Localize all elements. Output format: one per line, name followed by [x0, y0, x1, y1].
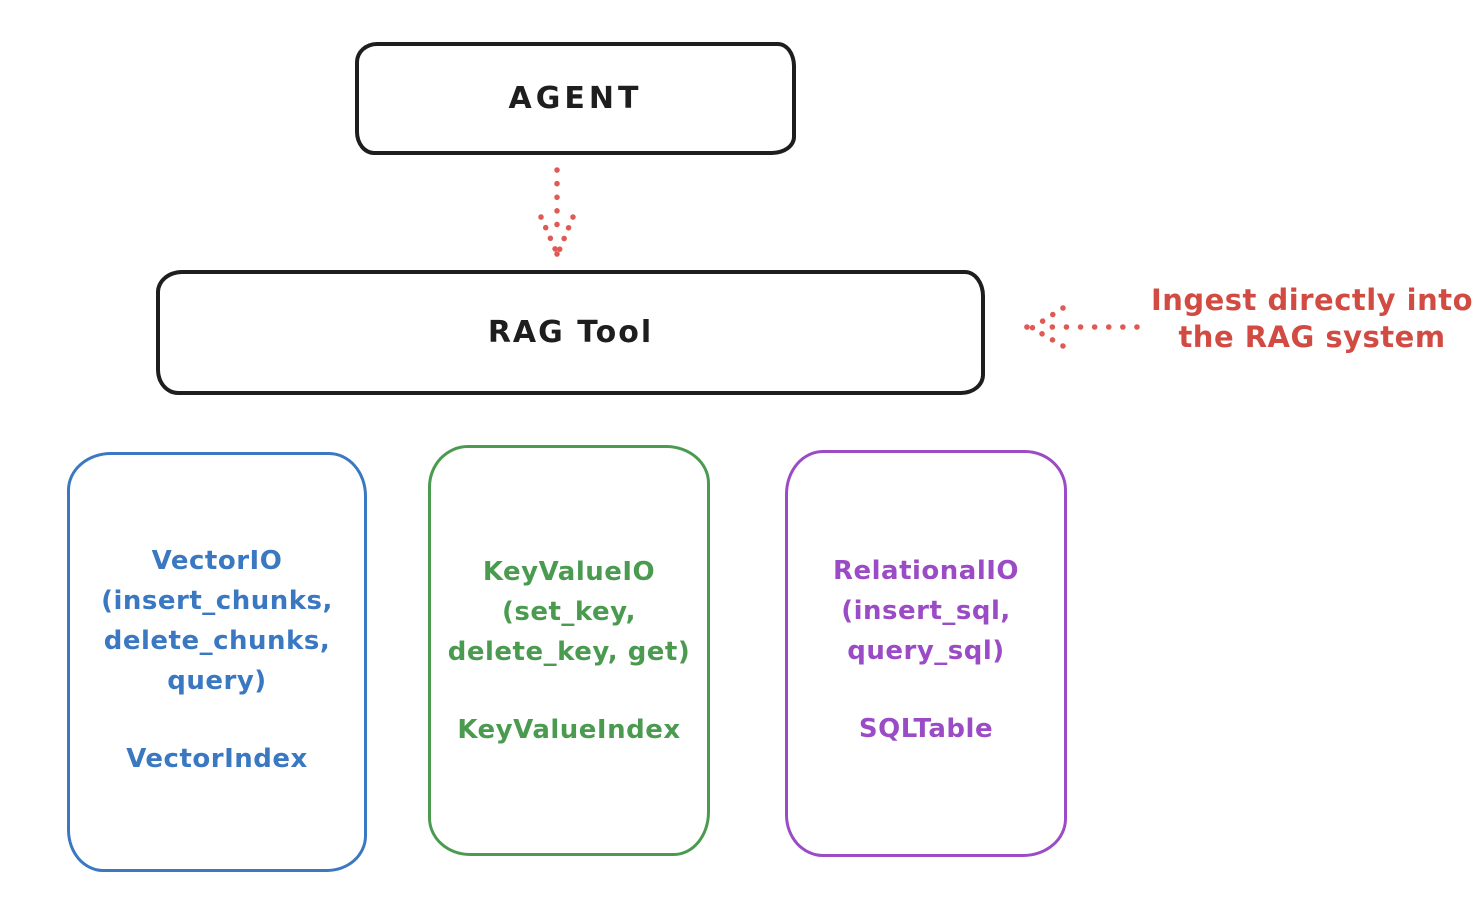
annotation-line-2: the RAG system: [1178, 320, 1446, 354]
store-methods-line: (set_key,: [502, 597, 636, 627]
rag-tool-node: RAG Tool: [156, 270, 985, 395]
store-index-label: VectorIndex: [126, 744, 308, 774]
rag-tool-label: RAG Tool: [487, 315, 654, 350]
store-index-label: KeyValueIndex: [457, 715, 681, 745]
annotation-text: Ingest directly into the RAG system: [1140, 282, 1484, 356]
store-node-relational-io: RelationalIO (insert_sql, query_sql) SQL…: [785, 450, 1067, 857]
annotation-line-1: Ingest directly into: [1150, 283, 1474, 317]
store-methods-line: query_sql): [847, 636, 1005, 666]
agent-label: AGENT: [508, 81, 643, 116]
store-node-key-value-io: KeyValueIO (set_key, delete_key, get) Ke…: [428, 445, 710, 856]
store-title: KeyValueIO: [482, 557, 656, 587]
agent-node: AGENT: [355, 42, 796, 155]
store-methods-line: query): [167, 666, 267, 696]
store-title: VectorIO: [151, 546, 283, 576]
dotted-arrow-left: [1023, 305, 1140, 349]
store-methods-line: (insert_chunks,: [101, 586, 333, 616]
dotted-arrow-down: [538, 167, 576, 258]
store-methods-line: (insert_sql,: [841, 596, 1011, 626]
store-methods-line: delete_key, get): [447, 637, 691, 667]
store-index-label: SQLTable: [858, 714, 994, 744]
store-methods-line: delete_chunks,: [103, 626, 331, 656]
store-title: RelationalIO: [832, 556, 1020, 586]
store-node-vector-io: VectorIO (insert_chunks, delete_chunks, …: [67, 452, 367, 872]
